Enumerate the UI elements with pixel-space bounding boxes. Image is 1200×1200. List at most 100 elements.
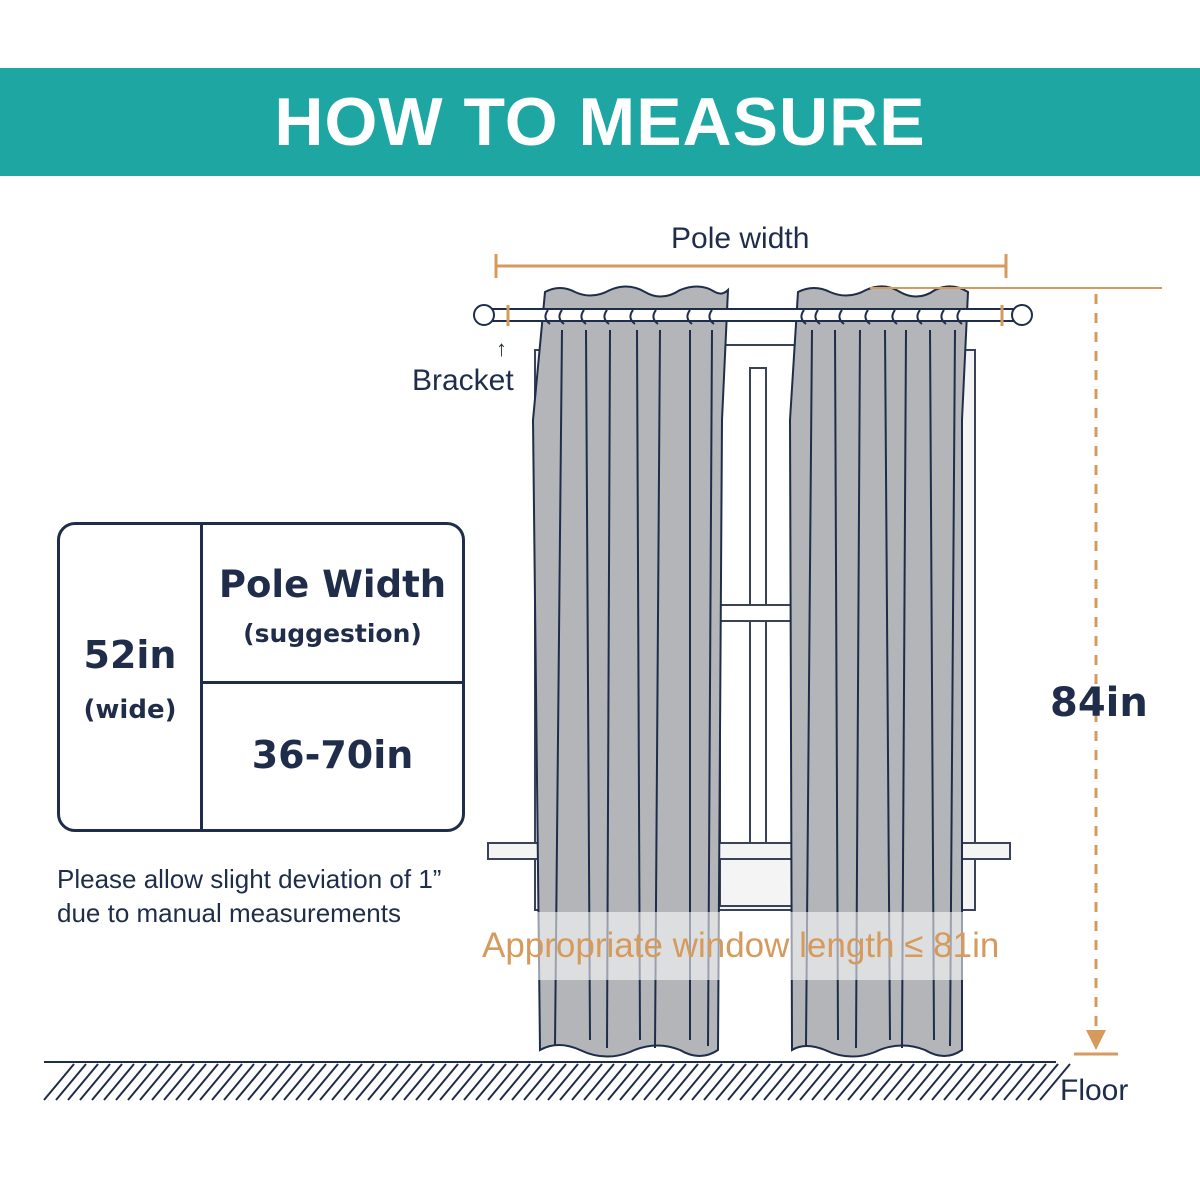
floor-hatch-line [835,1063,867,1101]
floor-hatch-line [319,1063,351,1101]
floor-hatch-line [667,1063,699,1101]
floor-hatch-line [727,1063,759,1101]
floor-hatch-line [919,1063,951,1101]
window-length-band [530,912,980,980]
floor-hatch-line [487,1063,519,1101]
floor-hatch-line [715,1063,747,1101]
floor-hatch-line [775,1063,807,1101]
floor-hatch-line [43,1063,75,1101]
floor-hatch-line [703,1063,735,1101]
floor-hatch-line [811,1063,843,1101]
floor-hatch-line [991,1063,1023,1101]
pole-width-dimension [494,254,1008,278]
floor-hatch-line [979,1063,1011,1101]
pole-width-value: 36-70in [251,733,414,777]
size-table: 52in (wide) Pole Width (suggestion) 36-7… [57,522,465,832]
floor-hatch-line [511,1063,543,1101]
floor-hatch-line [955,1063,987,1101]
floor-hatch-line [139,1063,171,1101]
floor-hatch-line [595,1063,627,1101]
floor-hatch-line [643,1063,675,1101]
floor-hatch-line [619,1063,651,1101]
floor-hatch-line [859,1063,891,1101]
floor-hatch-line [799,1063,831,1101]
floor-hatch-line [187,1063,219,1101]
floor-hatch-line [559,1063,591,1101]
table-divider-horizontal [200,681,462,684]
bracket-arrow-icon: ↑ [496,336,507,361]
floor-hatch-line [583,1063,615,1101]
floor-hatch-line [247,1063,279,1101]
floor-hatch-line [223,1063,255,1101]
floor-hatch-line [163,1063,195,1101]
floor-hatch-line [943,1063,975,1101]
floor-hatch-line [1027,1063,1059,1101]
floor-hatch-line [91,1063,123,1101]
length-label: 84in [1050,680,1148,726]
floor-hatch-line [211,1063,243,1101]
floor-hatch-line [271,1063,303,1101]
deviation-note-line-1: Please allow slight deviation of 1” [57,864,442,894]
floor-hatch-line [427,1063,459,1101]
floor-hatch-line [367,1063,399,1101]
floor-hatch-line [787,1063,819,1101]
floor-hatch-line [55,1063,87,1101]
floor-hatch-line [883,1063,915,1101]
floor-hatch-line [295,1063,327,1101]
floor-hatch-line [391,1063,423,1101]
fabric-width-value: 52in [83,633,177,677]
table-divider-vertical [200,525,203,829]
floor-hatch-line [823,1063,855,1101]
floor-hatch-line [199,1063,231,1101]
floor-hatch-line [739,1063,771,1101]
floor-hatch-line [631,1063,663,1101]
floor-hatch-line [115,1063,147,1101]
floor-hatch-line [679,1063,711,1101]
floor [43,1061,1071,1101]
floor-hatch-line [967,1063,999,1101]
pole-width-label: Pole width [671,222,810,255]
floor-hatch-line [259,1063,291,1101]
floor-hatch-line [127,1063,159,1101]
curtain-rod [473,304,1033,326]
floor-hatch-line [751,1063,783,1101]
pole-width-note: (suggestion) [243,619,422,648]
floor-label: Floor [1060,1074,1129,1107]
length-dimension [870,287,1162,1056]
floor-hatch-line [451,1063,483,1101]
floor-hatch-line [307,1063,339,1101]
floor-hatch-line [355,1063,387,1101]
floor-hatch-line [475,1063,507,1101]
floor-hatch-line [1003,1063,1035,1101]
floor-hatch-line [871,1063,903,1101]
floor-hatch-line [895,1063,927,1101]
title-banner: HOW TO MEASURE [0,68,1200,176]
floor-hatch-line [103,1063,135,1101]
floor-hatch-line [499,1063,531,1101]
fabric-width-note: (wide) [83,695,177,725]
page-title: HOW TO MEASURE [274,84,926,160]
floor-hatch-line [343,1063,375,1101]
floor-hatch-line [67,1063,99,1101]
floor-hatch-line [439,1063,471,1101]
deviation-note-line-2: due to manual measurements [57,898,401,928]
floor-hatch-line [655,1063,687,1101]
floor-hatch-line [415,1063,447,1101]
floor-hatch-line [907,1063,939,1101]
floor-hatch-line [547,1063,579,1101]
floor-hatch-line [523,1063,555,1101]
floor-hatch-line [463,1063,495,1101]
floor-hatch-line [571,1063,603,1101]
bracket-label: Bracket [412,364,514,397]
floor-hatch-line [79,1063,111,1101]
floor-hatch-line [535,1063,567,1101]
floor-hatch-line [283,1063,315,1101]
floor-hatch-line [931,1063,963,1101]
floor-hatch-line [403,1063,435,1101]
floor-hatch-line [235,1063,267,1101]
floor-hatch-line [763,1063,795,1101]
window-length-label: Appropriate window length ≤ 81in [482,926,1000,965]
floor-hatch-line [607,1063,639,1101]
floor-hatch-line [379,1063,411,1101]
